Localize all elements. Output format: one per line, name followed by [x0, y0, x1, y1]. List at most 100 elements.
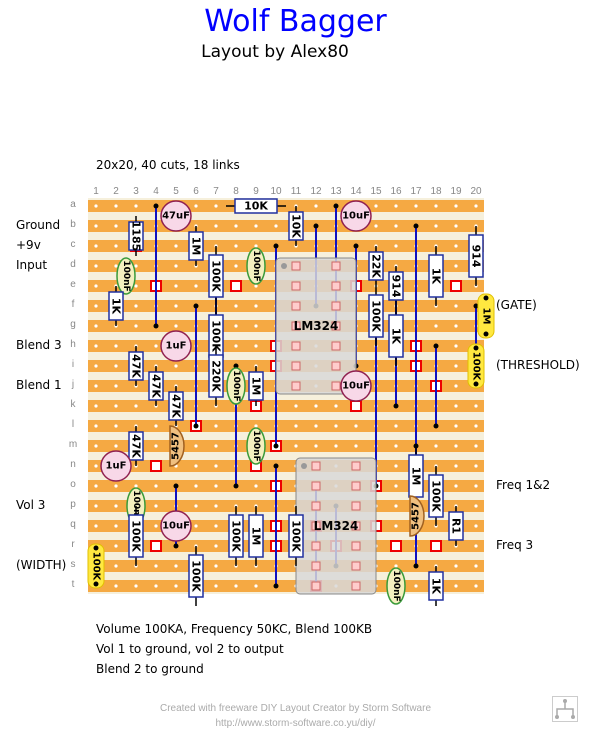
strip-hole	[94, 464, 98, 468]
strip-hole	[414, 584, 418, 588]
resistor-body	[228, 514, 244, 558]
solder-point	[233, 363, 239, 369]
strip-hole	[334, 444, 338, 448]
column-label: 12	[310, 186, 322, 197]
layout-subtitle: Layout by Alex80	[201, 42, 349, 62]
resistor-label: 22K	[370, 254, 383, 278]
connection-label: Blend 1	[16, 378, 62, 392]
strip-hole	[94, 364, 98, 368]
pot-label: 100K	[471, 352, 482, 382]
resistor-body	[448, 511, 464, 541]
solder-point	[273, 583, 279, 589]
row-label: c	[70, 239, 76, 250]
strip-hole	[174, 264, 178, 268]
strip-hole	[394, 244, 398, 248]
row-label: i	[71, 359, 75, 370]
capacitor-label: 10uF	[342, 211, 370, 222]
ic-pin	[331, 321, 341, 331]
strip-hole	[114, 224, 118, 228]
capacitor-label: 100nF	[391, 570, 401, 601]
solder-point	[413, 223, 419, 229]
capacitor-label: 10uF	[162, 521, 190, 532]
ic-pin	[311, 461, 321, 471]
row-label: b	[70, 219, 76, 230]
row-label: o	[70, 479, 76, 490]
strip-hole	[134, 304, 138, 308]
strip-cut	[350, 400, 362, 412]
strip-hole	[394, 524, 398, 528]
strip-hole	[214, 584, 218, 588]
footer-credit[interactable]: Created with freeware DIY Layout Creator…	[159, 703, 432, 714]
row-label: q	[70, 519, 76, 530]
strip-hole	[294, 424, 298, 428]
strip-hole	[114, 524, 118, 528]
strip-hole	[94, 524, 98, 528]
strip-hole	[114, 584, 118, 588]
column-label: 4	[153, 186, 159, 197]
strip-cut	[230, 280, 242, 292]
resistor-body	[168, 391, 184, 421]
strip-hole	[94, 444, 98, 448]
strip-hole	[114, 544, 118, 548]
strip-hole	[94, 324, 98, 328]
trimmer-pot	[477, 293, 495, 339]
solder-point	[413, 563, 419, 569]
pot-pin	[93, 581, 99, 587]
solder-point	[153, 323, 159, 329]
strip-hole	[94, 424, 98, 428]
strip-hole	[174, 564, 178, 568]
strip-hole	[254, 304, 258, 308]
strip-hole	[234, 324, 238, 328]
copper-strip	[88, 240, 484, 252]
resistor-body	[128, 514, 144, 558]
ic-pin	[331, 341, 341, 351]
strip-hole	[194, 444, 198, 448]
resistor-body	[208, 354, 224, 398]
resistor-label: 1M	[250, 377, 263, 396]
ic-pin	[331, 281, 341, 291]
strip-hole	[294, 444, 298, 448]
strip-hole	[394, 444, 398, 448]
strip-cut	[150, 540, 162, 552]
resistor-label: 47K	[170, 394, 183, 418]
strip-hole	[314, 444, 318, 448]
strip-hole	[394, 224, 398, 228]
column-label: 13	[330, 186, 342, 197]
strip-hole	[214, 464, 218, 468]
strip-hole	[94, 404, 98, 408]
resistor-body	[428, 254, 444, 298]
strip-hole	[474, 524, 478, 528]
strip-hole	[474, 464, 478, 468]
pot-pin	[473, 381, 479, 387]
connection-label: Input	[16, 258, 48, 272]
strip-hole	[114, 484, 118, 488]
strip-hole	[194, 504, 198, 508]
strip-hole	[254, 244, 258, 248]
strip-hole	[154, 524, 158, 528]
connection-label: (WIDTH)	[16, 558, 67, 572]
strip-hole	[214, 424, 218, 428]
ic-notch	[281, 263, 287, 269]
capacitor-label: 100nF	[251, 430, 261, 461]
column-label: 19	[450, 186, 462, 197]
solder-point	[233, 483, 239, 489]
strip-hole	[94, 264, 98, 268]
resistor-body	[234, 198, 278, 214]
resistor-label: 1M	[250, 527, 263, 546]
resistor-body	[128, 221, 144, 251]
strip-hole	[454, 264, 458, 268]
strip-hole	[374, 224, 378, 228]
ic-pin	[311, 541, 321, 551]
footer-url[interactable]: http://www.storm-software.co.yu/diy/	[215, 718, 376, 729]
strip-hole	[94, 204, 98, 208]
pot-pin	[93, 545, 99, 551]
row-label: h	[70, 339, 76, 350]
resistor-body	[388, 314, 404, 358]
resistor-body	[428, 474, 444, 518]
ic-pin	[351, 481, 361, 491]
strip-hole	[334, 404, 338, 408]
column-label: 5	[173, 186, 179, 197]
copper-strip	[88, 540, 484, 552]
ic-pin	[291, 321, 301, 331]
row-label: r	[71, 539, 75, 550]
